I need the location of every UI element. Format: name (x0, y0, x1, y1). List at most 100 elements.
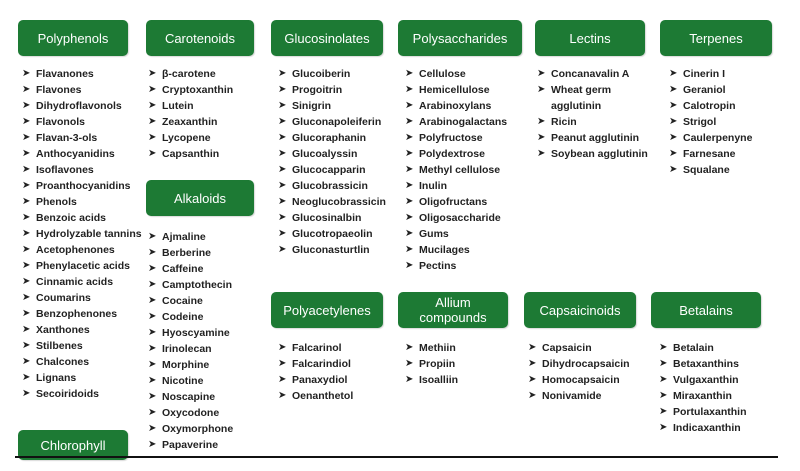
compound-item: ➤Inulin (405, 178, 531, 194)
compound-name: Miraxanthin (673, 390, 732, 402)
compound-name: Coumarins (36, 292, 91, 304)
compound-item: ➤Sinigrin (278, 98, 398, 114)
compound-name: Morphine (162, 359, 210, 371)
compound-name: β-carotene (162, 68, 216, 80)
compound-item: ➤Ricin (537, 114, 662, 130)
category-header-polyacetylenes: Polyacetylenes (271, 292, 383, 328)
arrow-bullet-icon: ➤ (22, 308, 31, 319)
compound-item: ➤Gums (405, 226, 531, 242)
category-header-allium: Allium compounds (398, 292, 508, 328)
compound-item: ➤ Flavonols (22, 114, 144, 130)
arrow-bullet-icon: ➤ (22, 372, 31, 383)
compound-name: Gums (419, 228, 449, 240)
arrow-bullet-icon: ➤ (148, 100, 157, 111)
compound-name: Oxycodone (162, 407, 220, 419)
compound-item: ➤Glucocapparin (278, 162, 398, 178)
arrow-bullet-icon: ➤ (22, 388, 31, 399)
compound-name: Papaverine (162, 439, 219, 451)
compound-name: Farnesane (683, 148, 736, 160)
compound-name: Glucoiberin (292, 68, 351, 80)
compound-item: ➤Cinerin I (669, 66, 779, 82)
compound-name: Chalcones (36, 356, 90, 368)
compound-name: Hydrolyzable tannins (36, 228, 142, 240)
compound-name: Calotropin (683, 100, 736, 112)
arrow-bullet-icon: ➤ (22, 180, 31, 191)
compound-name: Oligofructans (419, 196, 488, 208)
arrow-bullet-icon: ➤ (22, 260, 31, 271)
compound-name: Anthocyanidins (36, 148, 115, 160)
arrow-bullet-icon: ➤ (22, 228, 31, 239)
compound-name: Pectins (419, 260, 457, 272)
compound-name: Betalain (673, 342, 714, 354)
compound-name: Gluconapoleiferin (292, 116, 382, 128)
compound-list-alkaloids: ➤Ajmaline➤Berberine➤Caffeine➤Camptotheci… (148, 229, 258, 453)
compound-item: ➤ Hydrolyzable tannins (22, 226, 144, 242)
compound-item: ➤Calotropin (669, 98, 779, 114)
compound-name: Vulgaxanthin (673, 374, 739, 386)
compound-name: Lycopene (162, 132, 211, 144)
compound-item: ➤Caffeine (148, 261, 258, 277)
compound-item: ➤β-carotene (148, 66, 258, 82)
arrow-bullet-icon: ➤ (278, 390, 287, 401)
arrow-bullet-icon: ➤ (528, 374, 537, 385)
compound-name: Dihydrocapsaicin (542, 358, 630, 370)
compound-name: Cryptoxanthin (162, 84, 234, 96)
arrow-bullet-icon: ➤ (148, 279, 157, 290)
arrow-bullet-icon: ➤ (148, 327, 157, 338)
arrow-bullet-icon: ➤ (148, 311, 157, 322)
compound-item: ➤Glucoraphanin (278, 130, 398, 146)
compound-item: ➤Gluconasturtlin (278, 242, 398, 258)
compound-name: Strigol (683, 116, 717, 128)
compound-name: Oligosaccharide (419, 212, 501, 224)
compound-item: ➤Mucilages (405, 242, 531, 258)
arrow-bullet-icon: ➤ (405, 342, 414, 353)
arrow-bullet-icon: ➤ (537, 132, 546, 143)
compound-item: ➤Isoflavones (22, 162, 144, 178)
compound-item: ➤Squalane (669, 162, 779, 178)
compound-item: ➤Propiin (405, 356, 515, 372)
arrow-bullet-icon: ➤ (148, 148, 157, 159)
arrow-bullet-icon: ➤ (22, 116, 31, 127)
compound-name: Berberine (162, 247, 212, 259)
compound-name: Polyfructose (419, 132, 483, 144)
arrow-bullet-icon: ➤ (148, 439, 157, 450)
compound-item: ➤Panaxydiol (278, 372, 398, 388)
compound-name: Cocaine (162, 295, 203, 307)
compound-name: Benzoic acids (36, 212, 107, 224)
compound-name: Glucotropaeolin (292, 228, 373, 240)
compound-name: Flavonols (36, 116, 86, 128)
arrow-bullet-icon: ➤ (22, 164, 31, 175)
arrow-bullet-icon: ➤ (405, 116, 414, 127)
compound-item: ➤Methiin (405, 340, 515, 356)
compound-item: ➤Secoiridoids (22, 386, 144, 402)
arrow-bullet-icon: ➤ (659, 422, 668, 433)
compound-name: Hyoscyamine (162, 327, 230, 339)
compound-name: Glucosinalbin (292, 212, 362, 224)
arrow-bullet-icon: ➤ (669, 132, 678, 143)
category-header-glucosinolates: Glucosinolates (271, 20, 383, 56)
arrow-bullet-icon: ➤ (669, 84, 678, 95)
arrow-bullet-icon: ➤ (278, 212, 287, 223)
compound-name: Oenanthetol (292, 390, 354, 402)
arrow-bullet-icon: ➤ (148, 263, 157, 274)
arrow-bullet-icon: ➤ (528, 342, 537, 353)
compound-item: ➤Gluconapoleiferin (278, 114, 398, 130)
arrow-bullet-icon: ➤ (278, 132, 287, 143)
arrow-bullet-icon: ➤ (22, 292, 31, 303)
arrow-bullet-icon: ➤ (148, 343, 157, 354)
arrow-bullet-icon: ➤ (22, 100, 31, 111)
compound-item: ➤Glucotropaeolin (278, 226, 398, 242)
compound-list-capsaicinoids: ➤Capsaicin➤Dihydrocapsaicin➤Homocapsaici… (528, 340, 648, 404)
arrow-bullet-icon: ➤ (659, 374, 668, 385)
compound-item: ➤ Glucosinalbin (278, 210, 398, 226)
category-header-chlorophyll: Chlorophyll (18, 430, 128, 460)
arrow-bullet-icon: ➤ (22, 196, 31, 207)
compound-item: ➤Falcarinol (278, 340, 398, 356)
compound-name: Homocapsaicin (542, 374, 620, 386)
category-header-terpenes: Terpenes (660, 20, 772, 56)
category-header-betalains: Betalains (651, 292, 761, 328)
compound-name: Falcarinol (292, 342, 342, 354)
compound-list-carotenoids: ➤β-carotene➤Cryptoxanthin➤Lutein➤Zeaxant… (148, 66, 258, 162)
compound-name: Polydextrose (419, 148, 485, 160)
